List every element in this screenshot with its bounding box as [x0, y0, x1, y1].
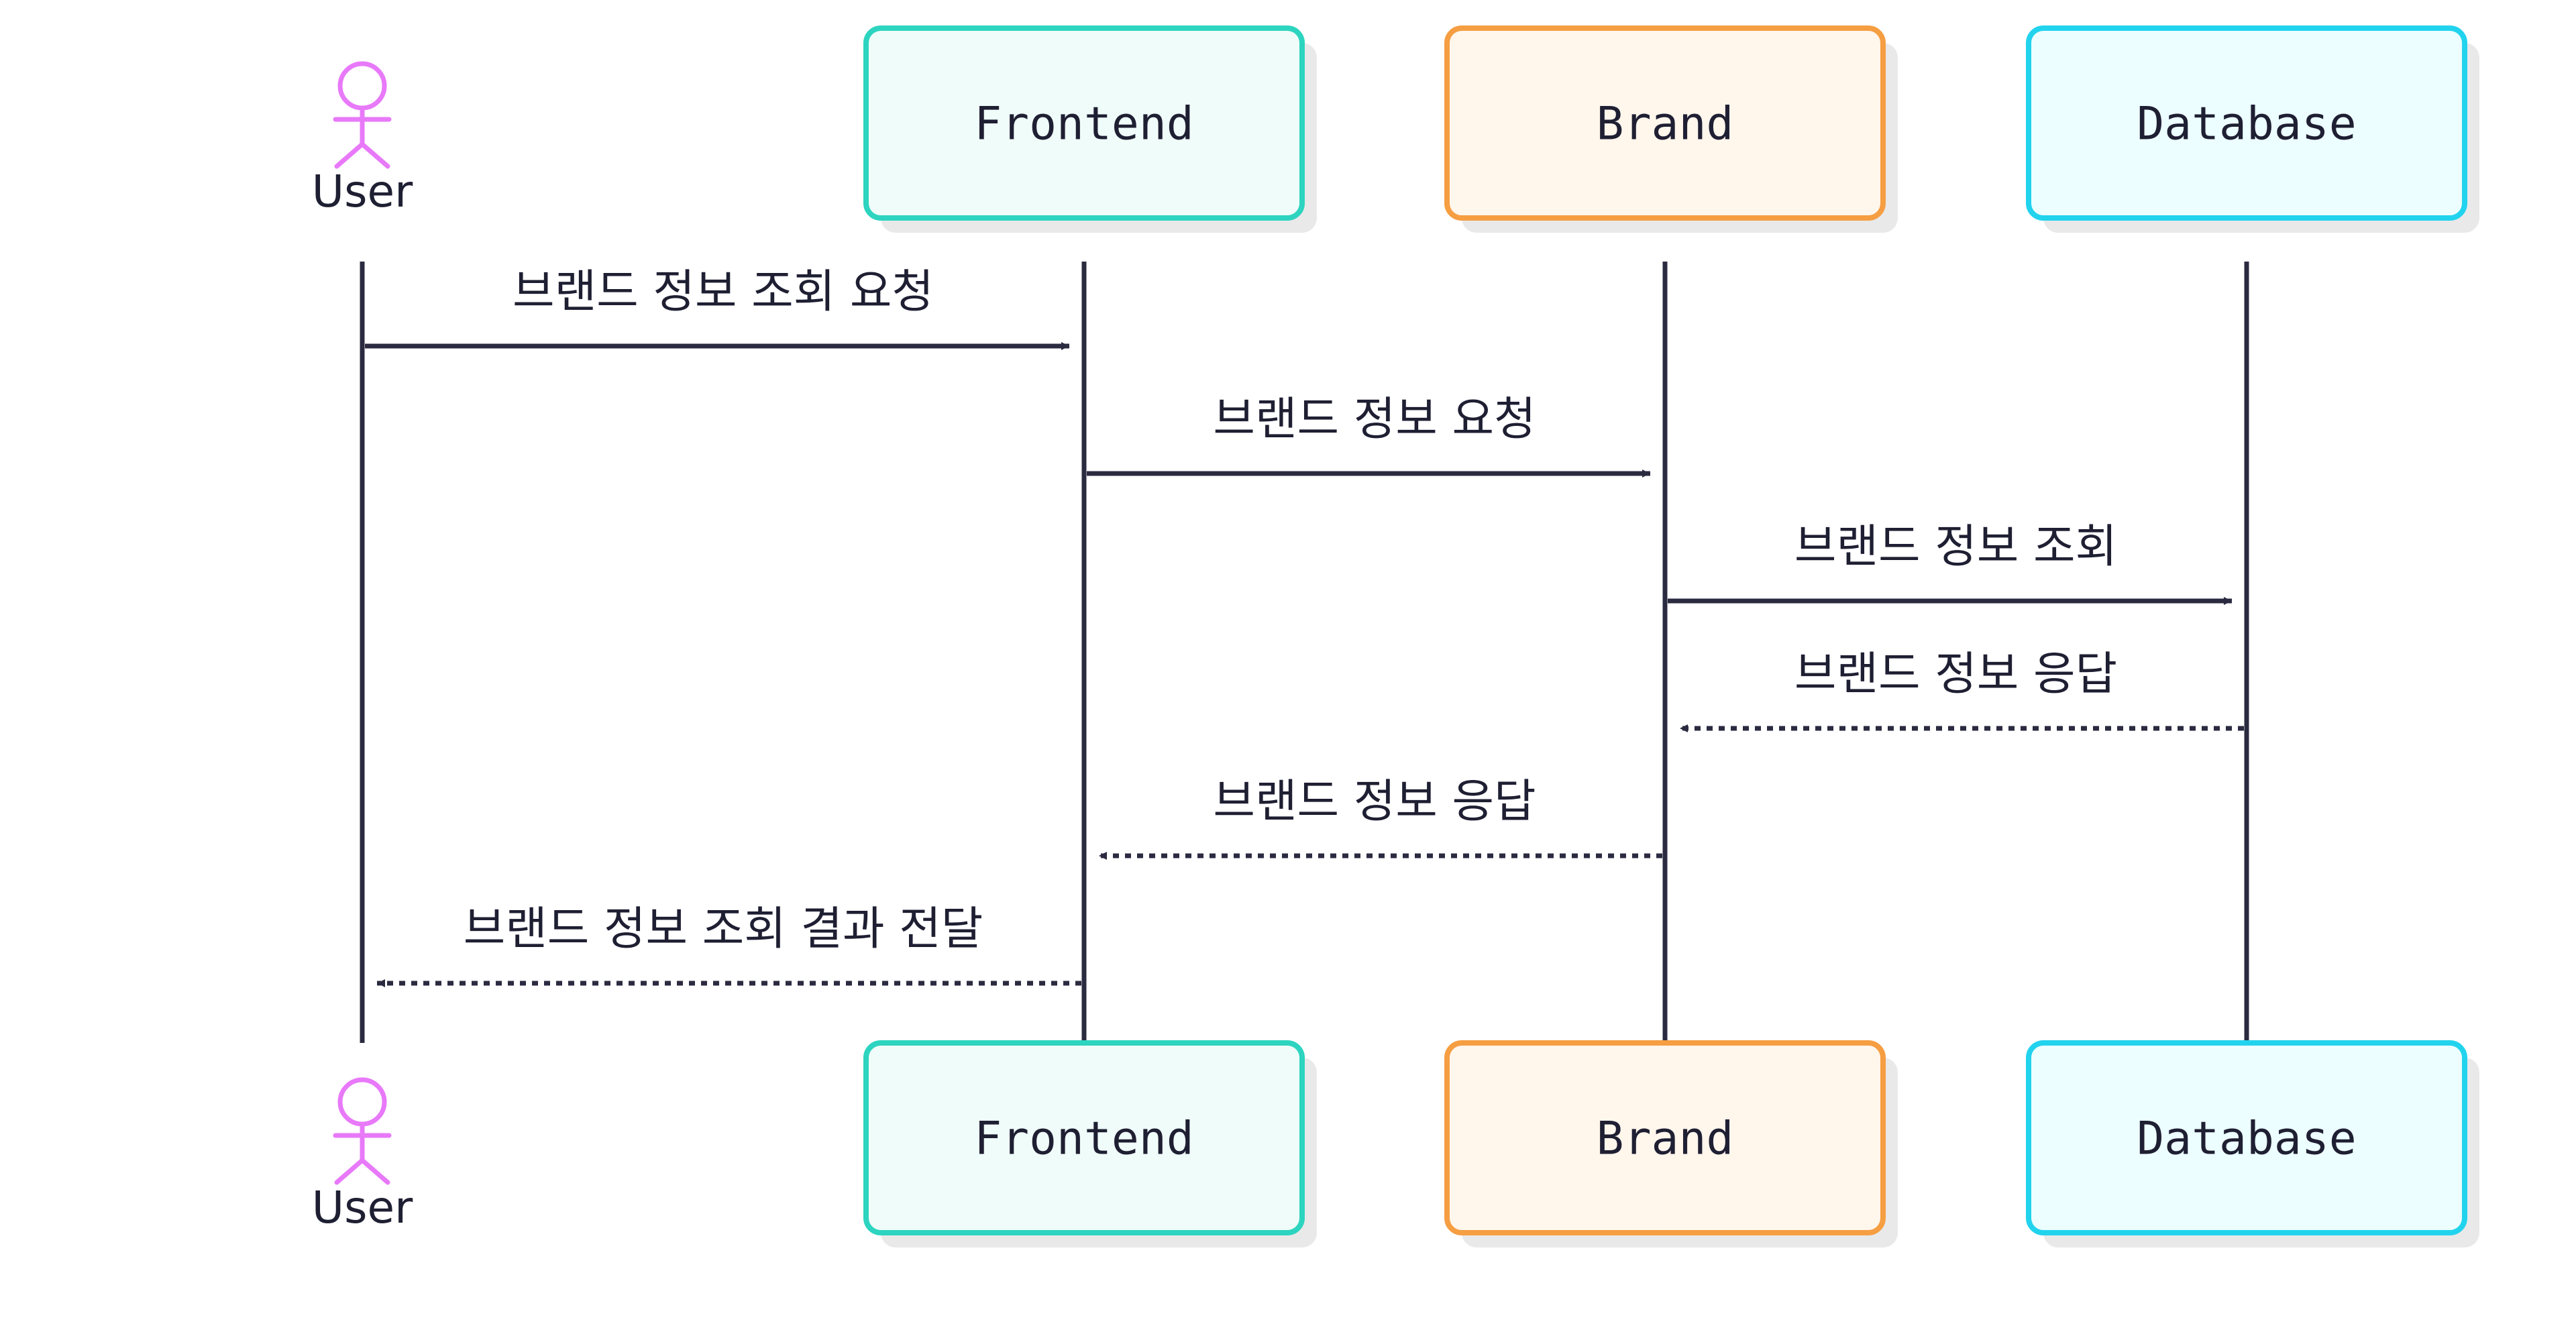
actor-icon — [333, 61, 392, 169]
participant-brand-bottom: Brand — [1444, 1040, 1898, 1247]
message-5: 브랜드 정보 응답 — [1099, 775, 1662, 860]
participant-label: Frontend — [974, 1113, 1194, 1166]
participant-label: Database — [2137, 1113, 2357, 1166]
participant-database-top: Database — [2026, 25, 2479, 233]
participant-frontend-top: Frontend — [863, 25, 1317, 233]
participant-frontend-bottom: Frontend — [863, 1040, 1317, 1247]
message-label: 브랜드 정보 조회 결과 전달 — [464, 903, 983, 956]
participant-box — [1444, 25, 1886, 221]
message-6: 브랜드 정보 조회 결과 전달 — [377, 903, 1081, 987]
participant-box — [1444, 1040, 1886, 1235]
participant-user-bottom: User — [312, 1077, 413, 1233]
participant-box — [863, 1040, 1305, 1235]
participant-box — [2026, 25, 2467, 221]
participant-label: Frontend — [974, 98, 1194, 151]
participant-label: Database — [2137, 98, 2357, 151]
participant-label: Brand — [1597, 1113, 1734, 1166]
actor-label: User — [312, 1182, 413, 1233]
message-label: 브랜드 정보 조회 요청 — [513, 266, 934, 319]
actor-icon — [333, 1077, 392, 1185]
actor-label: User — [312, 166, 413, 217]
participant-user-top: User — [312, 61, 413, 217]
participant-brand-top: Brand — [1444, 25, 1898, 233]
message-1: 브랜드 정보 조회 요청 — [365, 266, 1069, 350]
message-label: 브랜드 정보 조회 — [1794, 520, 2117, 573]
message-label: 브랜드 정보 요청 — [1213, 393, 1536, 446]
participant-box — [2026, 1040, 2467, 1235]
message-2: 브랜드 정보 요청 — [1087, 393, 1650, 478]
message-label: 브랜드 정보 응답 — [1794, 648, 2117, 701]
participant-database-bottom: Database — [2026, 1040, 2479, 1247]
message-4: 브랜드 정보 응답 — [1680, 648, 2244, 732]
message-label: 브랜드 정보 응답 — [1213, 775, 1536, 828]
participant-label: Brand — [1597, 98, 1734, 151]
message-3: 브랜드 정보 조회 — [1668, 520, 2232, 605]
participant-box — [863, 25, 1305, 221]
